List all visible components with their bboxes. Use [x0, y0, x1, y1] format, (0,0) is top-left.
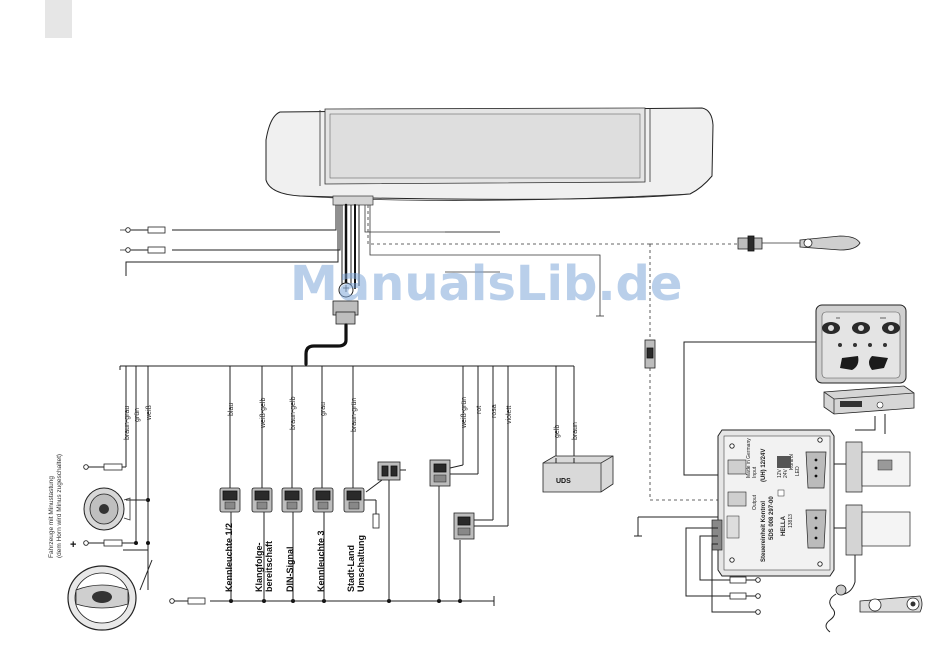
switch-label-2b: bereitschaft	[264, 541, 274, 592]
note-line-2: (dem Horn wird Minus zugeschaltet)	[56, 454, 63, 558]
relay-connector-2	[429, 459, 451, 487]
main-bus	[119, 365, 575, 606]
cu-part-no: 5DS 008 297-00	[769, 496, 775, 540]
cable-bundle	[120, 203, 650, 366]
switch-5	[343, 487, 365, 513]
rocker-switches	[219, 459, 509, 540]
wire-label-5: braun-gelb	[290, 396, 297, 430]
page-tab	[45, 0, 72, 38]
cu-tiny-6: LED	[795, 466, 801, 476]
uds-box: UDS	[542, 455, 614, 493]
watermark: ManualsLib.de	[290, 256, 682, 312]
cu-tiny-1: 12V	[777, 468, 783, 478]
wire-label-2: weiß	[146, 405, 153, 421]
microphone-icon	[825, 584, 923, 633]
cu-tiny-2: 24V	[783, 468, 789, 478]
wire-label-7: braun-grün	[351, 398, 358, 432]
cigarette-plug-icon	[799, 235, 861, 251]
siren-module	[823, 385, 915, 434]
wire-label-3: blau	[228, 403, 235, 416]
cu-tiny-4: Output	[752, 494, 758, 510]
switch-3	[281, 487, 303, 513]
wire-color-labels: braun-grau grün weiß blau weiß-gelb brau…	[124, 396, 579, 440]
connector-brackets	[834, 441, 911, 595]
cu-title: Steuereinheit Kontrol	[761, 501, 767, 562]
wire-label-8: weiß-grün	[461, 397, 468, 429]
switch-label-2a: Klangfolge-	[254, 543, 264, 593]
uds-label: UDS	[556, 478, 571, 485]
wire-label-1: grün	[134, 408, 141, 422]
cu-maker: HELLA	[781, 515, 787, 536]
switch-label-5a: Stadt-Land	[346, 545, 356, 592]
switch-4	[312, 487, 334, 513]
wire-label-4: weiß-gelb	[260, 398, 267, 429]
wire-label-6: grau	[320, 402, 327, 416]
switch-label-5b: Umschaltung	[356, 535, 366, 592]
switch-2	[251, 487, 273, 513]
switch-label-3: DIN-Signal	[285, 546, 295, 592]
switch-label-1: Kennleuchte 1/2	[224, 523, 234, 592]
note-line-1: Fahrzeuge mit Minustastung	[48, 476, 55, 558]
cu-title-suffix: (UH) 12/24V	[761, 449, 767, 482]
wire-label-10: rosa	[491, 404, 498, 418]
wire-label-0: braun-grau	[124, 406, 131, 440]
switch-label-4: Kennleuchte 3	[316, 530, 326, 592]
cu-tiny-0: Made in Germany	[746, 438, 752, 478]
right-components: Steuereinheit Kontrol (UH) 12/24V 5DS 00…	[634, 235, 923, 633]
wire-label-11: violett	[506, 406, 513, 424]
cu-tiny-7: 13813	[788, 514, 794, 528]
wire-label-13: braun	[572, 422, 579, 440]
cu-tiny-5: Kontrol	[789, 454, 795, 470]
horn-circuit: + Fahrzeuge mit Minustastung (dem Horn w…	[48, 454, 153, 631]
power-input	[634, 516, 761, 615]
plus-sign: +	[70, 539, 76, 551]
wire-label-12: gelb	[554, 425, 561, 438]
wire-label-9: rot	[476, 406, 483, 414]
switch-1	[219, 487, 241, 513]
relay-connector-3	[453, 512, 475, 540]
cu-tiny-3: Input	[752, 466, 758, 478]
control-panel	[815, 304, 907, 384]
relay-connector-1	[377, 461, 401, 481]
switch-labels: Kennleuchte 1/2 Klangfolge- bereitschaft…	[224, 523, 366, 592]
control-unit: Steuereinheit Kontrol (UH) 12/24V 5DS 00…	[717, 429, 835, 577]
light-bar	[265, 107, 714, 206]
